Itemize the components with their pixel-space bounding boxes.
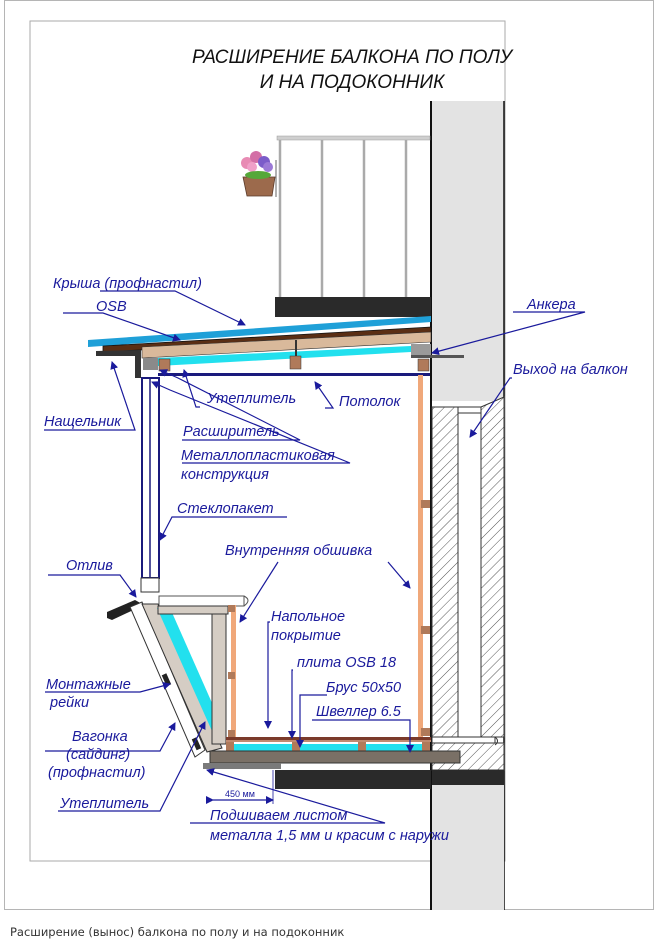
balcony-slab <box>275 770 431 789</box>
label-dimension: 450 мм <box>225 789 255 799</box>
floor-osb <box>226 740 431 742</box>
frame-top <box>157 605 229 615</box>
house-wall <box>431 101 504 401</box>
label-floor-cover-line-2: покрытие <box>271 628 341 644</box>
floor-beam <box>422 742 430 751</box>
label-floor-cover-line-1: Напольное <box>271 609 345 625</box>
label-osb18: плита OSB 18 <box>297 655 396 671</box>
insulation-slant <box>157 608 216 740</box>
wall-opening <box>457 406 482 738</box>
label-frame-line-2: конструкция <box>181 467 269 483</box>
label-insulation-bottom: Утеплитель <box>59 796 149 812</box>
frame-base <box>140 577 160 593</box>
wall-opening-top <box>457 406 482 414</box>
inner-lining-left <box>231 605 236 737</box>
railing-top-bar <box>276 135 431 141</box>
wall-hatch-left <box>431 406 459 738</box>
label-frame-line-1: Металлопластиковая <box>181 448 335 464</box>
label-ceiling: Потолок <box>339 394 401 410</box>
label-anchors: Анкера <box>526 297 576 313</box>
wall-hatch-right <box>480 396 505 738</box>
label-siding-line-2: (сайдинг) <box>66 747 130 763</box>
label-inner-lining: Внутренняя обшивка <box>225 543 372 559</box>
leader-lines <box>44 290 586 824</box>
expander-block <box>143 358 158 370</box>
floor-covering <box>226 737 431 740</box>
ceiling-block <box>158 358 171 372</box>
label-underside-line-2: металла 1,5 мм и красим с наружи <box>210 828 449 844</box>
anchor-rod <box>411 355 464 358</box>
label-roof: Крыша (профнастил) <box>53 276 202 292</box>
label-insulation-top: Утеплитель <box>206 391 296 407</box>
frame-slant <box>141 603 223 753</box>
label-balcony-exit: Выход на балкон <box>513 362 628 378</box>
label-flashing: Нащельник <box>44 414 122 430</box>
flashing <box>96 350 141 378</box>
label-siding-line-3: (профнастил) <box>48 765 146 781</box>
frame-post <box>211 613 227 745</box>
label-glazing: Стеклопакет <box>177 501 274 517</box>
lining-block <box>228 605 235 612</box>
ceiling-block <box>289 355 302 370</box>
label-beam: Брус 50x50 <box>326 680 401 696</box>
label-mount-rails-line-1: Монтажные <box>46 677 131 693</box>
anchor-block <box>411 344 431 358</box>
lining-block <box>228 672 235 679</box>
floor-insulation <box>233 744 423 751</box>
title-line-2: И НА ПОДОКОННИК <box>260 72 446 93</box>
label-channel: Швеллер 6.5 <box>316 704 402 720</box>
upper-balcony-slab <box>275 297 431 317</box>
title-line-1: РАСШИРЕНИЕ БАЛКОНА ПО ПОЛУ <box>192 47 514 68</box>
roof-rod <box>295 340 297 356</box>
lining-block <box>228 730 235 737</box>
balcony-diagram: РАСШИРЕНИЕ БАЛКОНА ПО ПОЛУ И НА ПОДОКОНН… <box>29 20 628 910</box>
underside-sheet <box>203 763 281 769</box>
label-underside-line-1: Подшиваем листом <box>210 808 347 824</box>
floor-beam <box>226 742 234 751</box>
label-mount-rails-line-2: рейки <box>49 695 89 711</box>
lining-block <box>421 500 430 508</box>
roof-insulation <box>158 346 411 366</box>
lining-block <box>421 626 430 634</box>
balcony-slab-wall <box>432 770 504 785</box>
label-drip: Отлив <box>66 558 113 574</box>
label-osb: OSB <box>96 299 127 315</box>
window-sill-nose <box>243 595 249 607</box>
roof-joist <box>141 331 432 359</box>
floor-beam <box>292 742 300 751</box>
mount-rail <box>191 737 202 751</box>
sill-inside-nose <box>494 736 498 746</box>
ceiling-line <box>158 373 430 376</box>
house-wall-lower <box>432 785 504 910</box>
lining-block <box>421 728 430 736</box>
floor-beam <box>358 742 366 751</box>
window-sill <box>158 595 245 607</box>
label-expander: Расширитель <box>183 424 280 440</box>
flower-pot-icon <box>241 151 277 197</box>
inner-lining-right <box>418 375 423 737</box>
ceiling-block <box>417 358 430 372</box>
channel-slab <box>209 750 461 764</box>
sill-inside <box>431 736 496 744</box>
image-caption: Расширение (вынос) балкона по полу и на … <box>10 925 345 939</box>
label-siding-line-1: Вагонка <box>72 729 128 745</box>
